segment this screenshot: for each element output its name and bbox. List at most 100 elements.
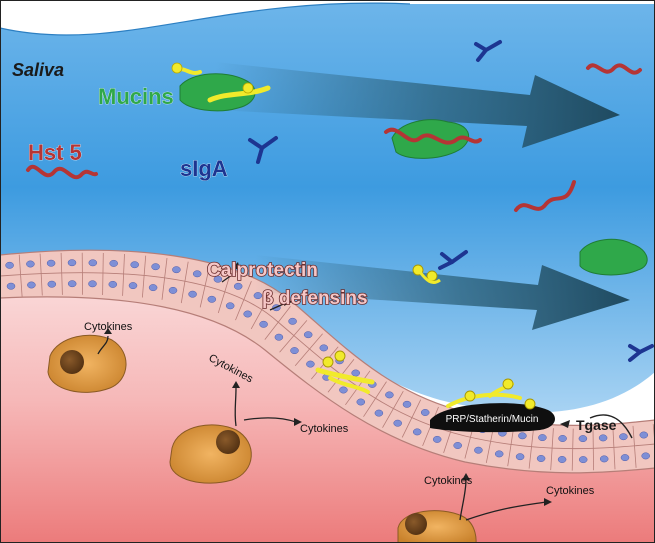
immune-cell-1: [47, 334, 127, 393]
epithelial-nucleus: [67, 280, 77, 288]
hst5-label: Hst 5: [28, 140, 82, 165]
epithelial-nucleus: [393, 419, 402, 427]
epithelial-nucleus: [420, 409, 430, 416]
epithelial-cell-border: [180, 261, 189, 304]
epithelium-midline: [0, 272, 655, 450]
epithelial-nucleus: [26, 260, 35, 268]
epithelial-nucleus: [578, 435, 588, 443]
epithelial-cell-border: [264, 306, 291, 340]
hst5-peptide: [26, 63, 642, 212]
epithelial-nucleus: [385, 391, 394, 399]
epithelial-nucleus: [557, 456, 567, 463]
epithelial-nucleus: [641, 452, 650, 460]
epithelial-nucleus: [207, 295, 217, 303]
epithelial-cell-border: [142, 255, 147, 298]
epithelial-cell-border: [550, 428, 554, 471]
epithelial-cell-border: [102, 252, 104, 296]
epithelial-nucleus: [303, 331, 313, 339]
saliva-surface-line: [0, 2, 411, 36]
epithelial-nucleus: [259, 320, 268, 328]
epithelial-nucleus: [233, 282, 243, 290]
siga-label: sIgA: [180, 156, 228, 181]
epithelial-nucleus: [108, 280, 118, 288]
tgase-arrowhead: [560, 420, 570, 428]
cytokines-label-3: Cytokines: [300, 423, 349, 435]
epithelial-nucleus: [67, 259, 77, 267]
immune-cell-2: [169, 424, 252, 484]
epithelial-nucleus: [128, 282, 138, 290]
epithelial-nucleus: [225, 302, 235, 310]
prp-complex-label: PRP/Statherin/Mucin: [446, 414, 539, 425]
epithelial-cell-border: [294, 333, 323, 366]
epithelial-nucleus: [151, 263, 160, 271]
mucin-molecule: [171, 62, 271, 112]
epithelial-nucleus: [213, 275, 223, 283]
epithelial-nucleus: [130, 261, 139, 269]
epithelial-nucleus: [172, 266, 181, 274]
connective-tissue: [0, 256, 655, 543]
calprotectin-label: Calprotectin: [207, 260, 318, 281]
cytokines-label-5: Cytokines: [546, 485, 595, 497]
epithelial-cell-border: [363, 381, 387, 417]
epithelial-nucleus: [339, 386, 348, 394]
cytokines-label-4: Cytokines: [424, 475, 473, 487]
epithelial-nucleus: [192, 270, 202, 278]
epithelial-nucleus: [5, 261, 14, 269]
epithelium-nuclei: [5, 259, 650, 464]
epithelial-nucleus: [356, 398, 366, 406]
epithelial-nucleus: [109, 259, 118, 267]
saliva-flow-arrow-top: [215, 62, 620, 148]
epithelial-cell-border: [401, 399, 422, 438]
epithelial-nucleus: [290, 347, 299, 355]
epithelial-cell-border: [571, 428, 574, 471]
epithelial-nucleus: [148, 284, 158, 292]
epithelial-cell-border: [612, 427, 616, 470]
epithelial-nucleus: [306, 360, 315, 368]
epithelial-nucleus: [598, 434, 608, 442]
epithelial-nucleus: [88, 280, 97, 288]
epithelial-nucleus: [515, 453, 525, 461]
epithelial-nucleus: [351, 369, 360, 377]
epithelial-nucleus: [639, 431, 649, 439]
epithelial-nucleus: [47, 280, 57, 288]
mucin-right: [579, 238, 648, 276]
epithelial-nucleus: [253, 292, 263, 300]
epithelial-cell-border: [122, 253, 125, 296]
mucin-with-hst5: [384, 119, 482, 159]
prp-statherin-mucin-complex: PRP/Statherin/Mucin: [430, 378, 555, 433]
epithelial-nucleus: [474, 446, 483, 454]
epithelial-nucleus: [319, 344, 329, 352]
saliva-flow-arrow-bottom: [255, 255, 630, 330]
epithelial-nucleus: [168, 286, 178, 294]
epithelial-nucleus: [432, 435, 442, 443]
epithelial-cell-border: [60, 252, 63, 295]
epithelial-nucleus: [538, 434, 547, 442]
epithelial-nucleus: [46, 259, 56, 267]
epithelial-nucleus: [274, 333, 284, 341]
siga-antibody: [248, 40, 654, 362]
epithelial-cell-border: [632, 425, 637, 468]
epithelial-cell-border: [161, 258, 168, 300]
epithelial-nucleus: [288, 317, 297, 325]
signal-arrowheads: [104, 262, 552, 506]
epithelial-nucleus: [536, 455, 546, 462]
epithelial-nucleus: [402, 400, 412, 408]
epithelial-nucleus: [374, 409, 384, 417]
epithelial-nucleus: [619, 433, 628, 441]
epithelial-cell-border: [235, 281, 252, 321]
cytokines-label-1: Cytokines: [84, 321, 133, 333]
epithelial-cell-border: [18, 254, 23, 297]
epithelial-nucleus: [620, 454, 630, 462]
yellow-proteins: [315, 264, 441, 394]
epithelial-cell-border: [250, 291, 272, 330]
epithelial-cell-border: [279, 320, 308, 353]
epithelial-cell-border: [382, 391, 404, 428]
saliva-label: Saliva: [12, 60, 64, 80]
epithelial-nucleus: [412, 428, 422, 436]
epithelial-nucleus: [243, 310, 252, 318]
tgase-label: Tgase: [576, 417, 617, 433]
epithelial-nucleus: [494, 450, 504, 458]
epithelial-nucleus: [6, 282, 16, 290]
epithelial-nucleus: [453, 442, 462, 449]
